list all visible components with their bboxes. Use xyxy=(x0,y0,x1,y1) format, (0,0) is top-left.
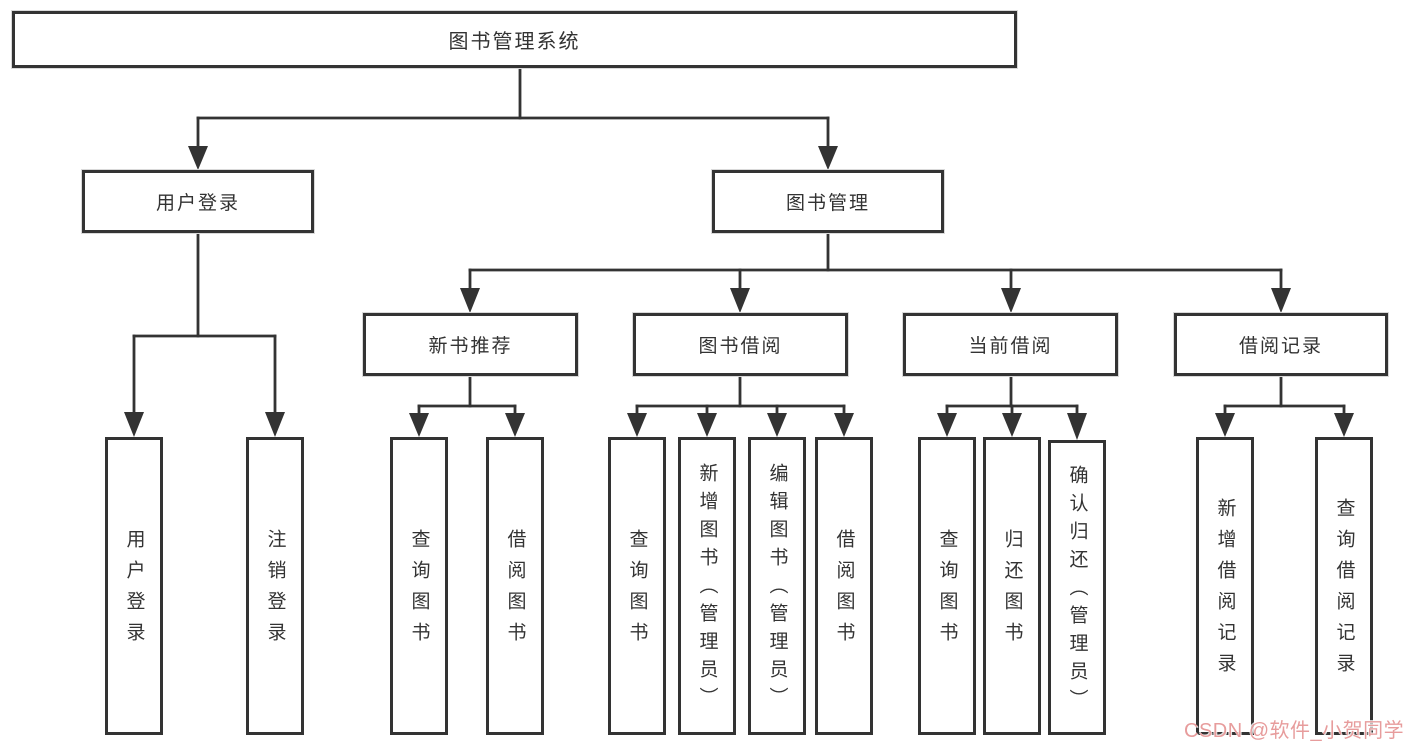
arrowhead-down-icon xyxy=(697,413,717,437)
connector-root-to-branches xyxy=(188,66,838,170)
arrowhead-down-icon xyxy=(1067,413,1087,440)
connector-user-login-children xyxy=(124,231,285,437)
csdn-watermark: CSDN @软件_小贺同学 xyxy=(1184,720,1405,742)
connector-borrowing-records-children xyxy=(1215,374,1354,437)
arrowhead-down-icon xyxy=(1001,288,1021,313)
leaf-add-book-admin: 新增图书（管理员） xyxy=(678,437,736,735)
leaf-user-login: 用户登录 xyxy=(105,437,163,735)
leaf-query-books-current: 查询图书 xyxy=(918,437,976,735)
arrowhead-down-icon xyxy=(265,412,285,437)
arrowhead-down-icon xyxy=(627,413,647,437)
leaf-borrow-books-borrowing: 借阅图书 xyxy=(815,437,873,735)
arrowhead-down-icon xyxy=(767,413,787,437)
arrowhead-down-icon xyxy=(188,146,208,170)
arrowhead-down-icon xyxy=(1215,413,1235,437)
connector-book-borrowing-children xyxy=(627,374,854,437)
connector-book-management-children xyxy=(460,231,1291,313)
leaf-add-borrow-record: 新增借阅记录 xyxy=(1196,437,1254,735)
arrowhead-down-icon xyxy=(124,412,144,437)
arrowhead-down-icon xyxy=(1334,413,1354,437)
node-borrowing-records: 借阅记录 xyxy=(1174,313,1388,376)
node-system-root: 图书管理系统 xyxy=(12,11,1017,68)
arrowhead-down-icon xyxy=(818,146,838,170)
node-book-management: 图书管理 xyxy=(712,170,944,233)
arrowhead-down-icon xyxy=(1271,288,1291,313)
node-new-book-recommend: 新书推荐 xyxy=(363,313,578,376)
connector-current-borrowing-children xyxy=(937,374,1087,440)
leaf-edit-book-admin: 编辑图书（管理员） xyxy=(748,437,806,735)
node-current-borrowing: 当前借阅 xyxy=(903,313,1118,376)
arrowhead-down-icon xyxy=(505,413,525,437)
node-book-borrowing: 图书借阅 xyxy=(633,313,848,376)
leaf-query-books-borrowing: 查询图书 xyxy=(608,437,666,735)
leaf-logout: 注销登录 xyxy=(246,437,304,735)
leaf-query-borrow-record: 查询借阅记录 xyxy=(1315,437,1373,735)
node-user-login: 用户登录 xyxy=(82,170,314,233)
leaf-query-books-recommend: 查询图书 xyxy=(390,437,448,735)
arrowhead-down-icon xyxy=(460,288,480,313)
leaf-confirm-return-admin: 确认归还（管理员） xyxy=(1048,440,1106,735)
leaf-borrow-books-recommend: 借阅图书 xyxy=(486,437,544,735)
arrowhead-down-icon xyxy=(834,413,854,437)
arrowhead-down-icon xyxy=(730,288,750,313)
arrowhead-down-icon xyxy=(937,413,957,437)
leaf-return-book: 归还图书 xyxy=(983,437,1041,735)
connector-new-book-recommend-children xyxy=(409,374,525,437)
arrowhead-down-icon xyxy=(409,413,429,437)
arrowhead-down-icon xyxy=(1002,413,1022,437)
